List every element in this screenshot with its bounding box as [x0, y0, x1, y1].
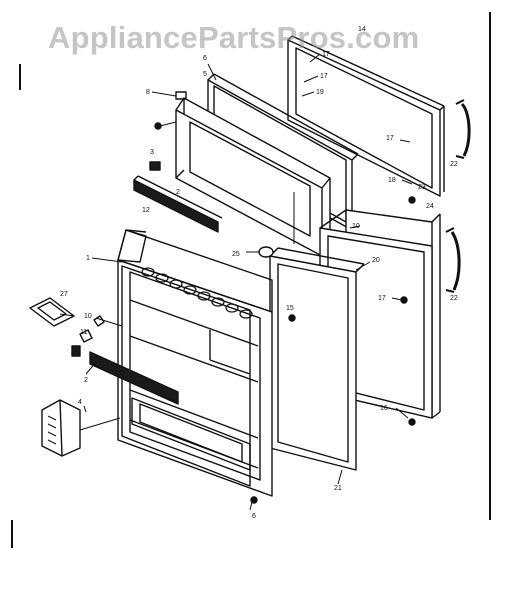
part-label-25: 25 — [232, 251, 240, 258]
part-label-2b: 2 — [84, 377, 88, 384]
part-label-11: 11 — [80, 329, 87, 336]
screw-part-2 — [79, 329, 93, 343]
part-label-17c: 17 — [386, 135, 394, 142]
door-bin — [131, 397, 251, 471]
part-label-10: 10 — [352, 223, 360, 230]
part-label-21: 21 — [334, 485, 342, 492]
fresh-food-door-handle — [445, 227, 461, 293]
fresh-food-door-gasket — [269, 247, 365, 471]
screw-part — [93, 315, 105, 327]
part-label-22b: 22 — [450, 295, 458, 302]
part-label-14: 14 — [358, 26, 366, 33]
screw-15 — [288, 314, 296, 322]
door-shelf-rail — [89, 351, 179, 405]
hinge-bracket — [149, 161, 161, 171]
part-label-3: 3 — [150, 149, 154, 156]
clip-part — [71, 345, 81, 357]
part-label-19: 19 — [316, 89, 324, 96]
part-label-17b: 17 — [320, 73, 328, 80]
part-label-5: 5 — [203, 71, 207, 78]
screw-16 — [408, 418, 416, 426]
dairy-compartment-cover — [29, 297, 75, 327]
part-label-24: 24 — [426, 203, 434, 210]
part-label-23: 23 — [418, 184, 426, 191]
butter-compartment-door — [41, 399, 121, 457]
part-label-15: 15 — [286, 305, 294, 312]
part-label-4: 4 — [78, 399, 82, 406]
part-label-18: 18 — [388, 177, 396, 184]
part-label-17a: 17 — [322, 51, 330, 58]
part-label-10b: 10 — [84, 313, 92, 320]
egg-tray — [141, 267, 253, 319]
screw-23 — [408, 196, 416, 204]
part-label-6: 6 — [203, 55, 207, 62]
part-label-1: 1 — [86, 255, 90, 262]
part-label-16: 16 — [380, 405, 388, 412]
part-label-27: 27 — [60, 291, 68, 298]
freezer-door-outer-panel — [287, 35, 445, 197]
part-label-22a: 22 — [450, 161, 458, 168]
part-label-2a: 2 — [176, 189, 180, 196]
watermark-text: AppliancePartsPros.com — [48, 20, 420, 55]
freezer-door-handle — [455, 99, 471, 159]
part-label-6b: 6 — [252, 513, 256, 520]
part-label-17: 17 — [378, 295, 386, 302]
part-label-12: 12 — [142, 207, 150, 214]
freezer-shelf-rail — [133, 175, 223, 233]
part-label-20: 20 — [372, 257, 380, 264]
screw-6-bottom — [250, 496, 258, 504]
door-stop-25 — [258, 246, 274, 258]
part-label-8: 8 — [146, 89, 150, 96]
fresh-food-door-liner — [117, 229, 273, 497]
